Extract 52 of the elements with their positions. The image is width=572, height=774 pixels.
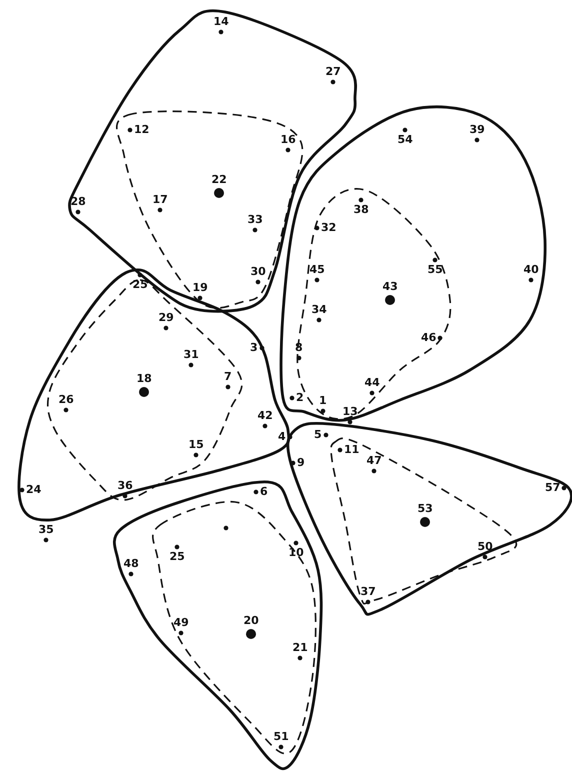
point-number: 38 — [354, 204, 369, 216]
point-number: 40 — [524, 264, 539, 276]
point-number: 29 — [158, 312, 174, 324]
point-number: 17 — [152, 194, 168, 206]
point-number: 36 — [118, 480, 133, 492]
point-number: 22 — [212, 174, 227, 186]
point-number: 2 — [296, 392, 304, 404]
point-number: 21 — [292, 642, 308, 654]
point-number: 3 — [250, 342, 258, 354]
point-number: 35 — [38, 524, 54, 536]
point-number: 39 — [470, 124, 485, 136]
point-number: 1 — [319, 395, 327, 407]
point-number: 55 — [428, 264, 443, 276]
point-number: 57 — [545, 482, 560, 494]
point-number: 28 — [70, 196, 86, 208]
point-number: 37 — [360, 586, 376, 598]
point-number: 18 — [136, 373, 152, 385]
point-number: 16 — [280, 134, 296, 146]
point-number: 45 — [310, 264, 325, 276]
point-number: 34 — [312, 304, 327, 316]
point-number: 27 — [326, 66, 341, 78]
point-number: 48 — [124, 558, 139, 570]
point-number: 46 — [421, 332, 436, 344]
point-number: 30 — [250, 266, 266, 278]
point-number: 10 — [288, 547, 304, 559]
point-number: 12 — [134, 124, 150, 136]
point-number: 54 — [398, 134, 413, 146]
point-number: 13 — [342, 406, 358, 418]
point-number: 19 — [192, 282, 208, 294]
point-number: 31 — [184, 349, 199, 361]
point-number: 9 — [297, 457, 305, 469]
point-number: 42 — [258, 410, 273, 422]
point-number: 51 — [274, 731, 289, 743]
point-number: 32 — [321, 222, 336, 234]
point-number: 44 — [364, 377, 380, 389]
point-number: 53 — [418, 503, 433, 515]
point-number: 7 — [224, 371, 232, 383]
point-number: 49 — [174, 617, 189, 629]
point-number: 14 — [214, 16, 229, 28]
point-number: 26 — [58, 394, 74, 406]
point-number: 15 — [188, 439, 204, 451]
point-number: 4 — [278, 431, 286, 443]
point-number: 47 — [366, 455, 382, 467]
point-number: 6 — [260, 486, 268, 498]
point-number: 20 — [244, 615, 259, 627]
point-number: 50 — [478, 541, 493, 553]
point-number: 24 — [26, 484, 42, 496]
point-number: 25 — [170, 551, 185, 563]
point-number: 11 — [344, 444, 360, 456]
point-number: 5 — [314, 429, 322, 441]
point-number: 33 — [248, 214, 263, 226]
point-number: 43 — [382, 281, 398, 293]
